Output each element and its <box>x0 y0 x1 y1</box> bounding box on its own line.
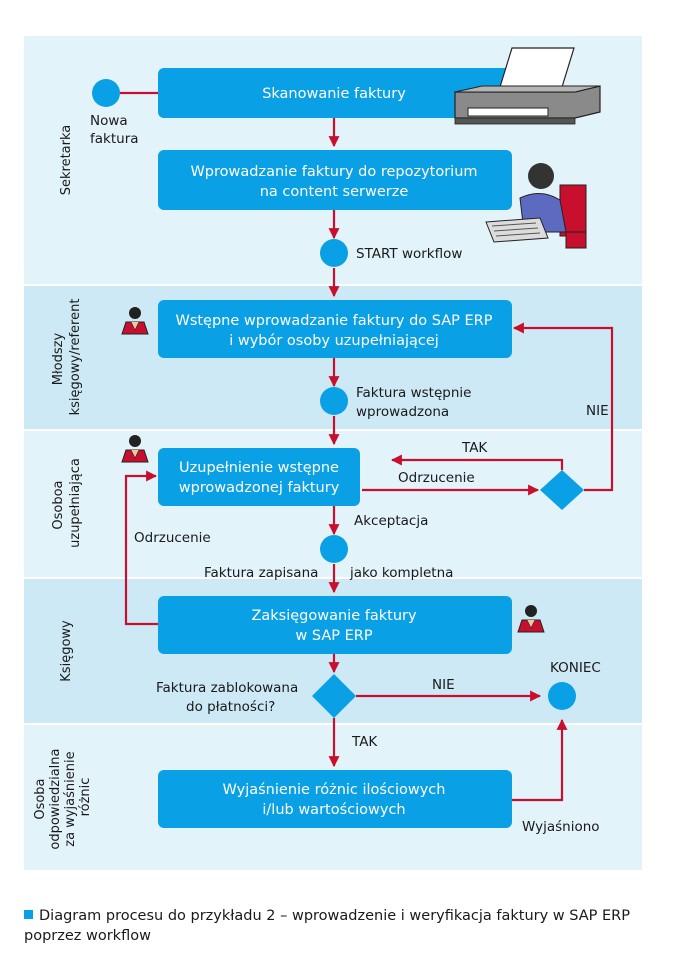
preliminary-entry-step <box>158 300 512 358</box>
wyjasniono-label: Wyjaśniono <box>522 819 600 835</box>
odrzucenie-label-2: Odrzucenie <box>134 530 211 546</box>
lane-label-sekretarka: Sekretarka <box>59 125 74 196</box>
repository-step <box>158 150 512 210</box>
completion-step-label-1: Uzupełnienie wstępne <box>179 460 339 476</box>
figure-caption: Diagram procesu do przykładu 2 – wprowad… <box>24 906 644 946</box>
flow-decision-tak <box>390 454 564 470</box>
completion-step-label-2: wprowadzonej faktury <box>179 480 340 496</box>
tak-label-1: TAK <box>461 440 488 456</box>
lane-label-mlodszy: Młodszy księgowy/referent <box>51 299 83 416</box>
clarification-step <box>158 770 512 828</box>
person-icon-accountant <box>517 605 545 633</box>
prelim-circle <box>320 387 348 415</box>
start-workflow-label: START workflow <box>356 246 462 262</box>
blocked-decision-diamond <box>312 674 356 718</box>
saved-label-left: Faktura zapisana <box>204 565 318 581</box>
odrzucenie-label-1: Odrzucenie <box>398 470 475 486</box>
new-invoice-label-2: faktura <box>90 131 139 147</box>
lane-label-ksiegowy: Księgowy <box>59 620 74 682</box>
flow-post-reject <box>124 470 158 626</box>
start-workflow-circle <box>320 239 348 267</box>
tak-label-2: TAK <box>351 734 378 750</box>
nie-label-2: NIE <box>432 677 455 693</box>
caption-text: Diagram procesu do przykładu 2 – wprowad… <box>24 908 631 944</box>
completion-step <box>158 448 360 506</box>
person-icon-junior-accountant <box>121 307 149 335</box>
approval-decision-diamond <box>540 470 584 510</box>
lane-label-osoba-uzupelniajaca: Osoboa uzupełniająca <box>51 458 83 548</box>
flow-explain-to-koniec <box>512 718 568 802</box>
new-invoice-label-1: Nowa <box>90 113 128 129</box>
repository-step-label-2: na content serwerze <box>260 184 409 200</box>
prelim-label-1: Faktura wstępnie <box>356 385 471 401</box>
scan-step-label: Skanowanie faktury <box>262 86 406 102</box>
koniec-label: KONIEC <box>550 660 601 676</box>
posting-step-label-1: Zaksięgowanie faktury <box>251 608 417 624</box>
person-icon-completing-person <box>121 435 149 463</box>
akceptacja-label: Akceptacja <box>354 513 428 529</box>
posting-step-label-2: w SAP ERP <box>295 628 372 644</box>
lane-label-osoba-odpowiedzialna: Osoba odpowiedzialna za wyjaśnienie różn… <box>33 744 93 849</box>
posting-step <box>158 596 512 654</box>
repository-step-label-1: Wprowadzanie faktury do repozytorium <box>190 164 477 180</box>
caption-bullet-icon <box>24 910 33 919</box>
blocked-label-1: Faktura zablokowana <box>156 680 298 696</box>
end-circle <box>548 682 576 710</box>
prelim-label-2: wprowadzona <box>356 404 449 420</box>
clarification-step-label-2: i/lub wartościowych <box>262 802 405 818</box>
flow-decision-nie <box>512 322 614 492</box>
preliminary-entry-label-1: Wstępne wprowadzanie faktury do SAP ERP <box>175 313 492 329</box>
blocked-label-2: do płatności? <box>186 699 275 715</box>
saved-label-right: jako kompletna <box>349 565 453 581</box>
saved-circle <box>320 535 348 563</box>
secretary-illustration <box>485 163 587 249</box>
scanner-printer-icon <box>454 47 601 125</box>
clarification-step-label-1: Wyjaśnienie różnic ilościowych <box>223 782 446 798</box>
start-event-circle <box>92 79 120 107</box>
scan-step <box>158 68 512 118</box>
preliminary-entry-label-2: i wybór osoby uzupełniającej <box>229 333 439 349</box>
nie-label-1: NIE <box>586 403 609 419</box>
